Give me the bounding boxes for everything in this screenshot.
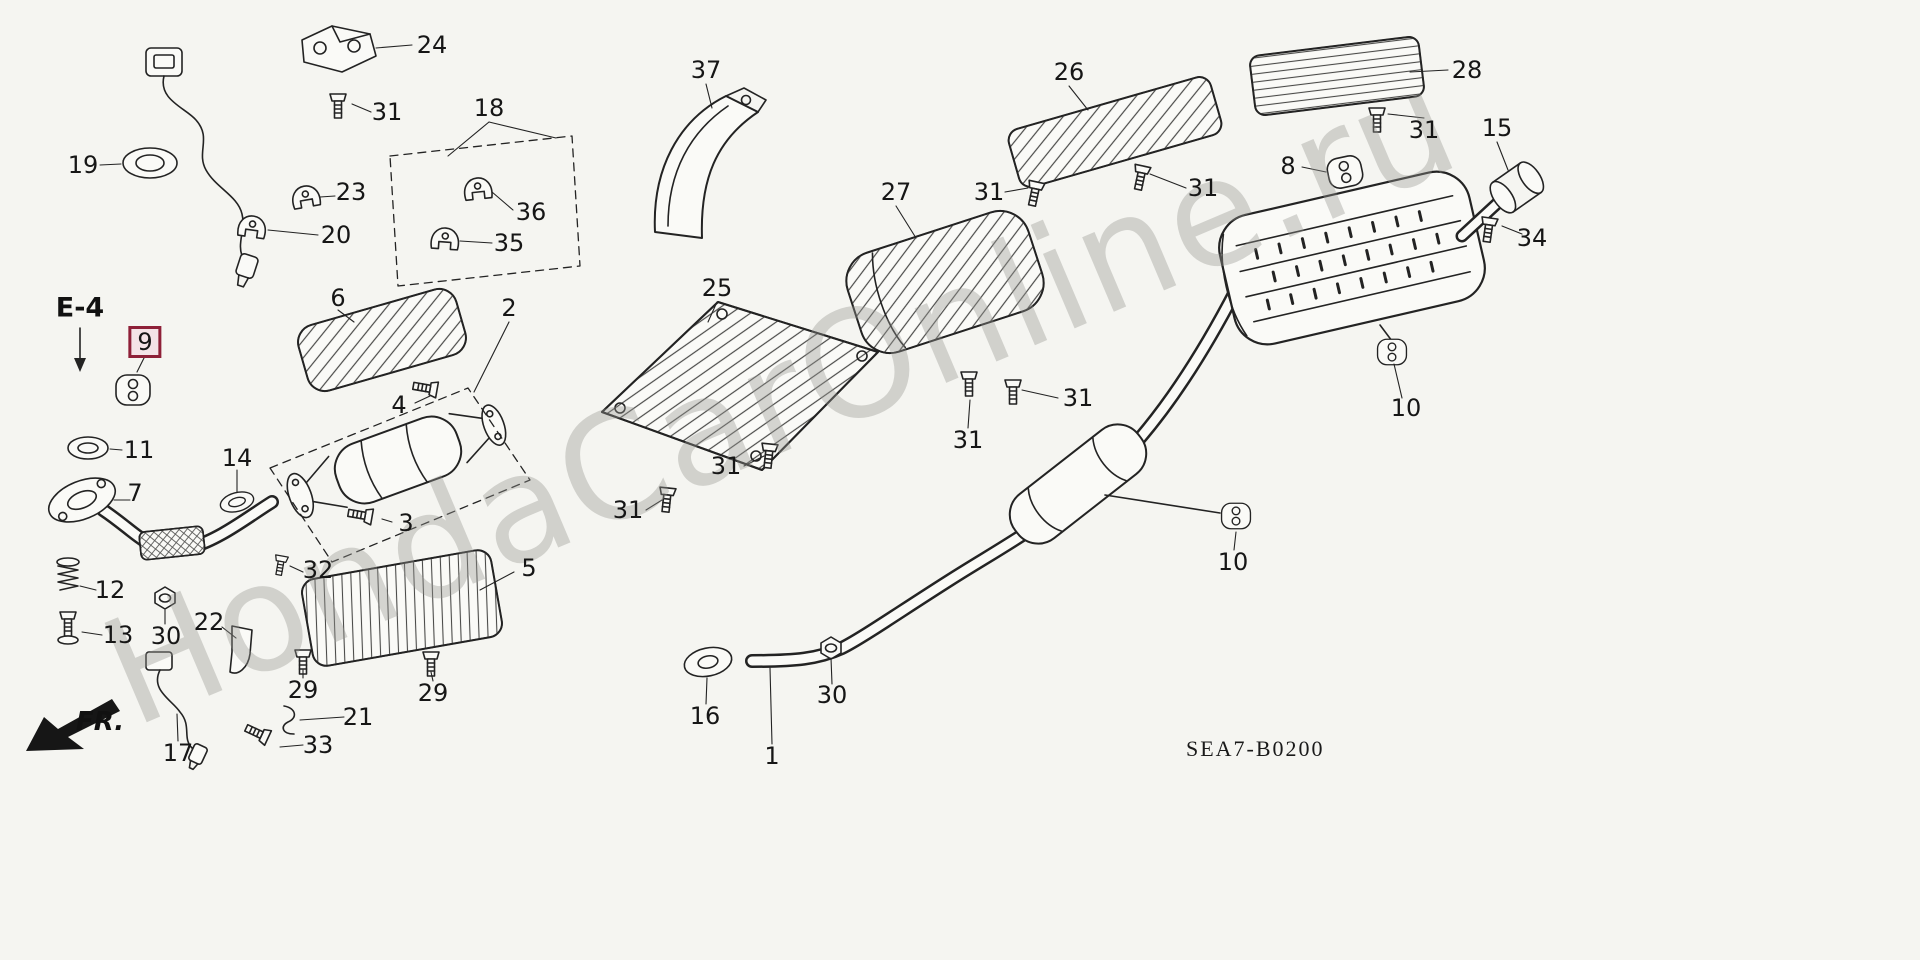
part-callout[interactable]: 9 — [128, 326, 162, 358]
flex-braid-section — [138, 525, 206, 561]
part-callout[interactable]: 31 — [1408, 116, 1440, 144]
wire-clip-21 — [282, 705, 296, 735]
part-callout[interactable]: 6 — [330, 284, 346, 312]
part-callout[interactable]: 15 — [1481, 114, 1513, 142]
part-callout[interactable]: 19 — [67, 151, 99, 179]
part-callout[interactable]: 32 — [302, 556, 334, 584]
part-callout[interactable]: 31 — [371, 98, 403, 126]
converter-heat-shield-lower — [301, 549, 503, 667]
part-callout[interactable]: 12 — [94, 576, 126, 604]
floor-heat-shield-25 — [601, 301, 879, 471]
part-callout[interactable]: 21 — [342, 703, 374, 731]
part-callout[interactable]: 8 — [1280, 152, 1296, 180]
part-callout[interactable]: 17 — [162, 739, 194, 767]
part-callout[interactable]: 16 — [689, 702, 721, 730]
part-callout[interactable]: 31 — [952, 426, 984, 454]
heat-shield-27 — [845, 209, 1045, 355]
part-callout[interactable]: 35 — [493, 229, 525, 257]
part-callout[interactable]: 18 — [473, 94, 505, 122]
part-callout[interactable]: 33 — [302, 731, 334, 759]
part-callout[interactable]: 29 — [287, 676, 319, 704]
front-direction-label: FR. — [75, 707, 125, 737]
part-callout[interactable]: 10 — [1217, 548, 1249, 576]
part-callout[interactable]: 2 — [501, 294, 517, 322]
part-callout[interactable]: 31 — [973, 178, 1005, 206]
part-callout[interactable]: 14 — [221, 444, 253, 472]
part-callout[interactable]: 31 — [1187, 174, 1219, 202]
group-box-2 — [269, 387, 531, 563]
oxygen-sensor-lower — [145, 651, 208, 771]
heat-shield-28 — [1249, 36, 1425, 116]
part-callout[interactable]: 4 — [391, 391, 407, 419]
part-callout[interactable]: 20 — [320, 221, 352, 249]
resonator — [1008, 423, 1148, 545]
part-callout[interactable]: 3 — [398, 509, 414, 537]
reference-label-e4[interactable]: E-4 — [55, 292, 105, 324]
hanger-rod — [1379, 324, 1393, 342]
group-box-18 — [389, 135, 581, 287]
front-pipe-flange — [47, 477, 117, 523]
part-callout[interactable]: 31 — [1062, 384, 1094, 412]
part-callout[interactable]: 7 — [127, 479, 143, 507]
part-callout[interactable]: 36 — [515, 198, 547, 226]
fr-direction-arrow — [26, 699, 120, 751]
part-callout[interactable]: 28 — [1451, 56, 1483, 84]
part-callout[interactable]: 11 — [123, 436, 155, 464]
part-callout[interactable]: 13 — [102, 621, 134, 649]
part-callout[interactable]: 31 — [710, 452, 742, 480]
curved-bracket-37 — [653, 87, 767, 239]
hanger-rod — [1104, 494, 1221, 514]
part-callout[interactable]: 37 — [690, 56, 722, 84]
heat-shield-26 — [1007, 76, 1223, 188]
part-callout[interactable]: 27 — [880, 178, 912, 206]
wire-grommet — [122, 147, 178, 179]
part-callout[interactable]: 30 — [816, 681, 848, 709]
washer — [57, 635, 79, 645]
converter-heat-shield-upper — [297, 287, 467, 393]
muffler-slots — [1254, 210, 1441, 311]
part-callout[interactable]: 22 — [193, 608, 225, 636]
pipe-finisher — [1489, 161, 1545, 214]
diagram-code: SEA7-B0200 — [1186, 736, 1325, 761]
part-callout[interactable]: 5 — [521, 554, 537, 582]
part-callout[interactable]: 26 — [1053, 58, 1085, 86]
part-callout[interactable]: 23 — [335, 178, 367, 206]
mounting-bracket-24 — [301, 25, 377, 73]
part-callout[interactable]: 31 — [612, 496, 644, 524]
part-callout[interactable]: 24 — [416, 31, 448, 59]
spring-12 — [56, 557, 80, 591]
front-exhaust-pipe — [47, 477, 279, 561]
part-callout[interactable]: 25 — [701, 274, 733, 302]
leader-lines — [79, 44, 1523, 748]
part-callout[interactable]: 29 — [417, 679, 449, 707]
part-callout[interactable]: 10 — [1390, 394, 1422, 422]
part-callout[interactable]: 30 — [150, 622, 182, 650]
part-callout[interactable]: 1 — [764, 742, 780, 770]
e4-reference-arrow — [74, 327, 86, 372]
part-callout[interactable]: 34 — [1516, 224, 1548, 252]
pipe-flange-16 — [683, 646, 733, 678]
